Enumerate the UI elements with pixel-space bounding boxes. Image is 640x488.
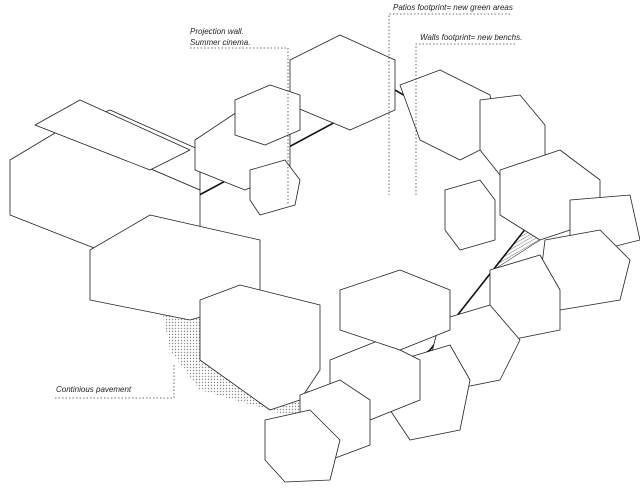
walls-label: Walls footprint= new benchs. <box>420 33 523 42</box>
projection-wall-line2: Summer cinema. <box>190 38 251 47</box>
pavement-label: Continious pavement <box>56 385 132 394</box>
patios-leader <box>388 13 510 195</box>
walls-leader <box>415 43 515 195</box>
projection-wall-leader <box>190 47 289 205</box>
pavement-leader <box>55 365 175 399</box>
projection-wall-line1: Projection wall. <box>190 27 244 36</box>
buildings <box>9 34 640 483</box>
patios-label: Patios footprint= new green areas <box>393 3 513 12</box>
projection-wall-label: Projection wall. Summer cinema. <box>190 26 250 48</box>
